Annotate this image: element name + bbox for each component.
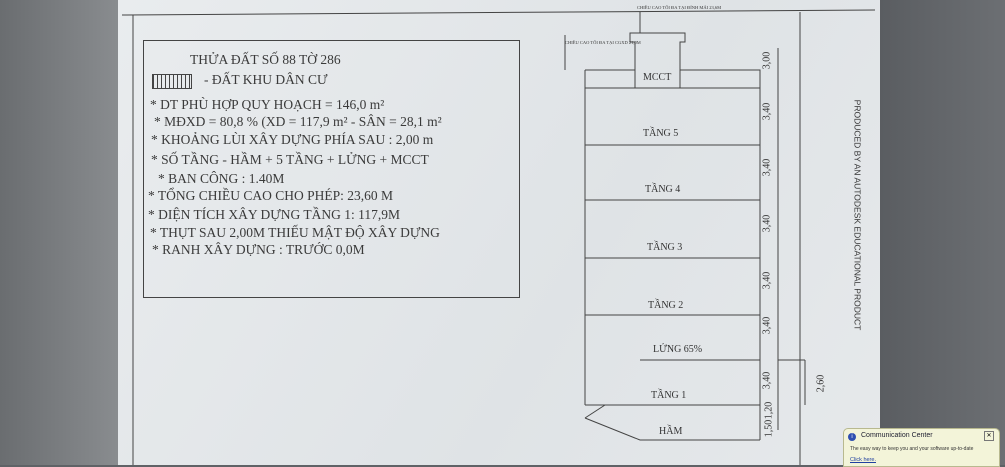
dimension-label: 3,40 (761, 102, 773, 121)
dimension-label: 3,00 (761, 51, 773, 70)
click-here-link[interactable]: Click here. (850, 457, 876, 463)
background-right (880, 0, 1005, 465)
hatch-legend-swatch (152, 74, 192, 89)
communication-center-notification[interactable]: i Communication Center ✕ The easy way to… (843, 428, 1000, 467)
info-line: * RANH XÂY DỰNG : TRƯỚC 0,0M (152, 242, 365, 257)
dimension-label: 1,20 (763, 401, 775, 420)
dimension-label: 3,40 (761, 214, 773, 233)
notification-title: Communication Center (861, 432, 933, 439)
info-line: * THỤT SAU 2,00M THIẾU MẬT ĐỘ XÂY DỰNG (150, 225, 440, 240)
info-line: * TỔNG CHIỀU CAO CHO PHÉP: 23,60 M (148, 188, 394, 203)
close-icon[interactable]: ✕ (984, 431, 994, 441)
top-note-max-roof: CHIỀU CAO TỐI ĐA TẠI ĐỈNH MÁI 23,6M (637, 5, 722, 10)
info-line: * DT PHÙ HỢP QUY HOẠCH = 146,0 m² (150, 97, 385, 112)
floor-label: HẦM (659, 426, 683, 437)
dimension-label: 3,40 (761, 158, 773, 177)
info-line: * BAN CÔNG : 1.40M (158, 171, 285, 186)
dimension-label: 1,50 (763, 419, 775, 438)
drawing-sheet (118, 0, 880, 465)
dimension-label: 2,60 (815, 374, 827, 393)
basement-line (584, 417, 760, 441)
floor-label: MCCT (643, 72, 672, 83)
floor-label: TẦNG 1 (651, 390, 687, 401)
dimension-label: 3,40 (761, 371, 773, 390)
info-title: THỬA ĐẤT SỐ 88 TỜ 286 (190, 52, 341, 67)
background-left (0, 0, 125, 465)
info-line: * DIỆN TÍCH XÂY DỰNG TẦNG 1: 117,9M (148, 207, 400, 222)
floor-label: TẦNG 3 (647, 242, 683, 253)
info-icon: i (848, 433, 856, 441)
floor-label: TẦNG 5 (643, 128, 679, 139)
floor-label: LỬNG 65% (653, 344, 703, 355)
info-line: * KHOẢNG LÙI XÂY DỰNG PHÍA SAU : 2,00 m (151, 132, 434, 147)
floor-label: TẦNG 2 (648, 300, 684, 311)
info-box: THỬA ĐẤT SỐ 88 TỜ 286 - ĐẤT KHU DÂN CƯ *… (143, 40, 520, 298)
info-legend: - ĐẤT KHU DÂN CƯ (204, 72, 328, 87)
sheet-border-top (121, 9, 876, 16)
info-line: * MĐXD = 80,8 % (XD = 117,9 m² - SÂN = 2… (154, 114, 442, 129)
dimension-label: 3,40 (761, 316, 773, 335)
floor-label: TẦNG 4 (645, 184, 681, 195)
top-note-max-cgxd: CHIỀU CAO TỐI ĐA TẠI CGXD 21,0M (565, 40, 641, 45)
info-line: * SỐ TẦNG - HẦM + 5 TẦNG + LỬNG + MCCT (151, 152, 429, 167)
ramp (584, 404, 606, 419)
dimension-label: 3,40 (761, 271, 773, 290)
notification-message: The easy way to keep you and your softwa… (850, 446, 974, 452)
